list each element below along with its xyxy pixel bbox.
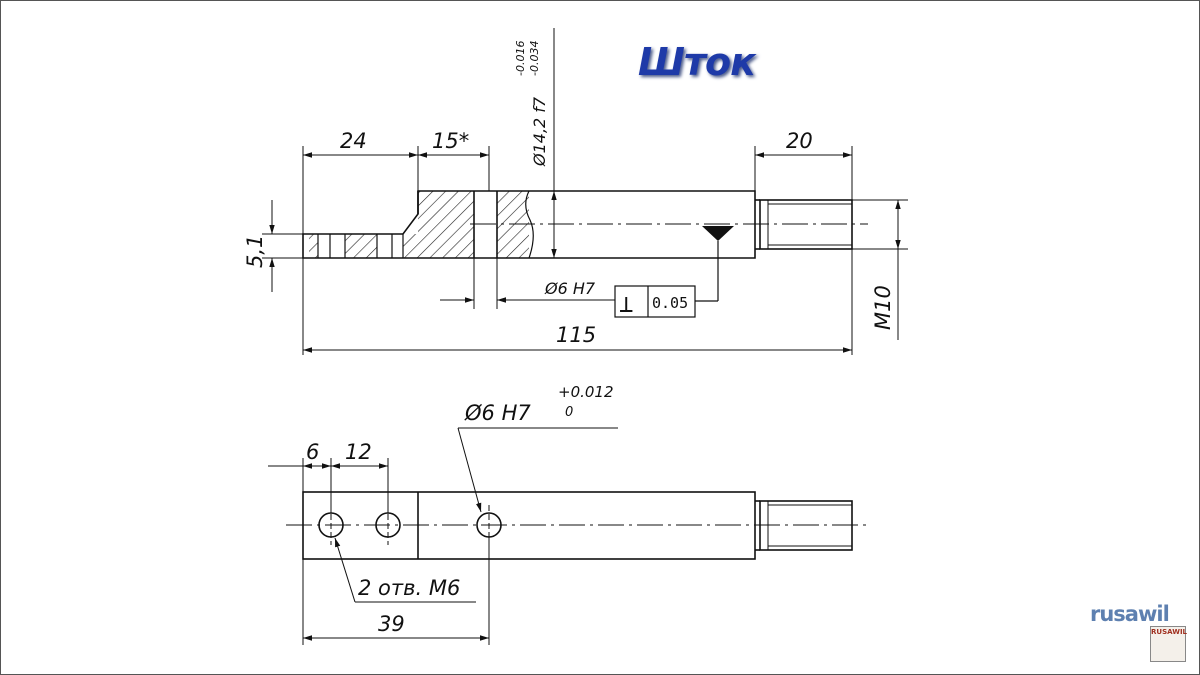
gdt-value: 0.05: [652, 294, 688, 312]
hole-fit-label-top: Ø6 H7: [544, 279, 596, 298]
top-view-labels: 24 15* 20 115 5,1 M10 Ø14,2 f7 -0.016 -0…: [243, 41, 895, 347]
bottom-view-labels: 6 12 39 Ø6 H7 +0.012 0 2 отв. М6: [306, 383, 614, 636]
dim-24-label: 24: [340, 129, 367, 153]
logo-text: rusawil: [1090, 602, 1170, 626]
diameter-main-label: Ø14,2 f7: [530, 96, 549, 167]
dim-5-1-label: 5,1: [243, 235, 267, 268]
hole-fit-label-bottom: Ø6 H7: [464, 401, 531, 425]
diameter-tol-lower: -0.034: [528, 41, 541, 76]
top-view-dimensions: [262, 28, 908, 355]
top-view: [302, 190, 868, 309]
dim-15-label: 15*: [432, 129, 469, 153]
dim-115-label: 115: [556, 323, 596, 347]
dim-6-label: 6: [306, 440, 319, 464]
dim-12-label: 12: [345, 440, 372, 464]
rusawil-logo: rusawil RUSAWIL: [1090, 602, 1188, 662]
hole-tol-lower: 0: [565, 405, 573, 420]
logo-badge: RUSAWIL: [1150, 626, 1188, 662]
dim-m10-label: M10: [871, 285, 895, 330]
rod-outline-top: [302, 190, 756, 259]
threaded-holes-label: 2 отв. М6: [358, 576, 460, 600]
dim-20-label: 20: [786, 129, 813, 153]
hatched-section: [309, 191, 529, 258]
logo-badge-text: RUSAWIL: [1151, 628, 1188, 636]
bottom-view: [286, 491, 868, 560]
hole-tol-upper: +0.012: [558, 383, 614, 401]
dim-39-label: 39: [378, 612, 405, 636]
diameter-tol-upper: -0.016: [514, 41, 527, 76]
gdt-symbol: ⊥: [619, 290, 633, 318]
bottom-view-dimensions: [268, 427, 618, 645]
drawing-title: Шток: [638, 40, 756, 84]
